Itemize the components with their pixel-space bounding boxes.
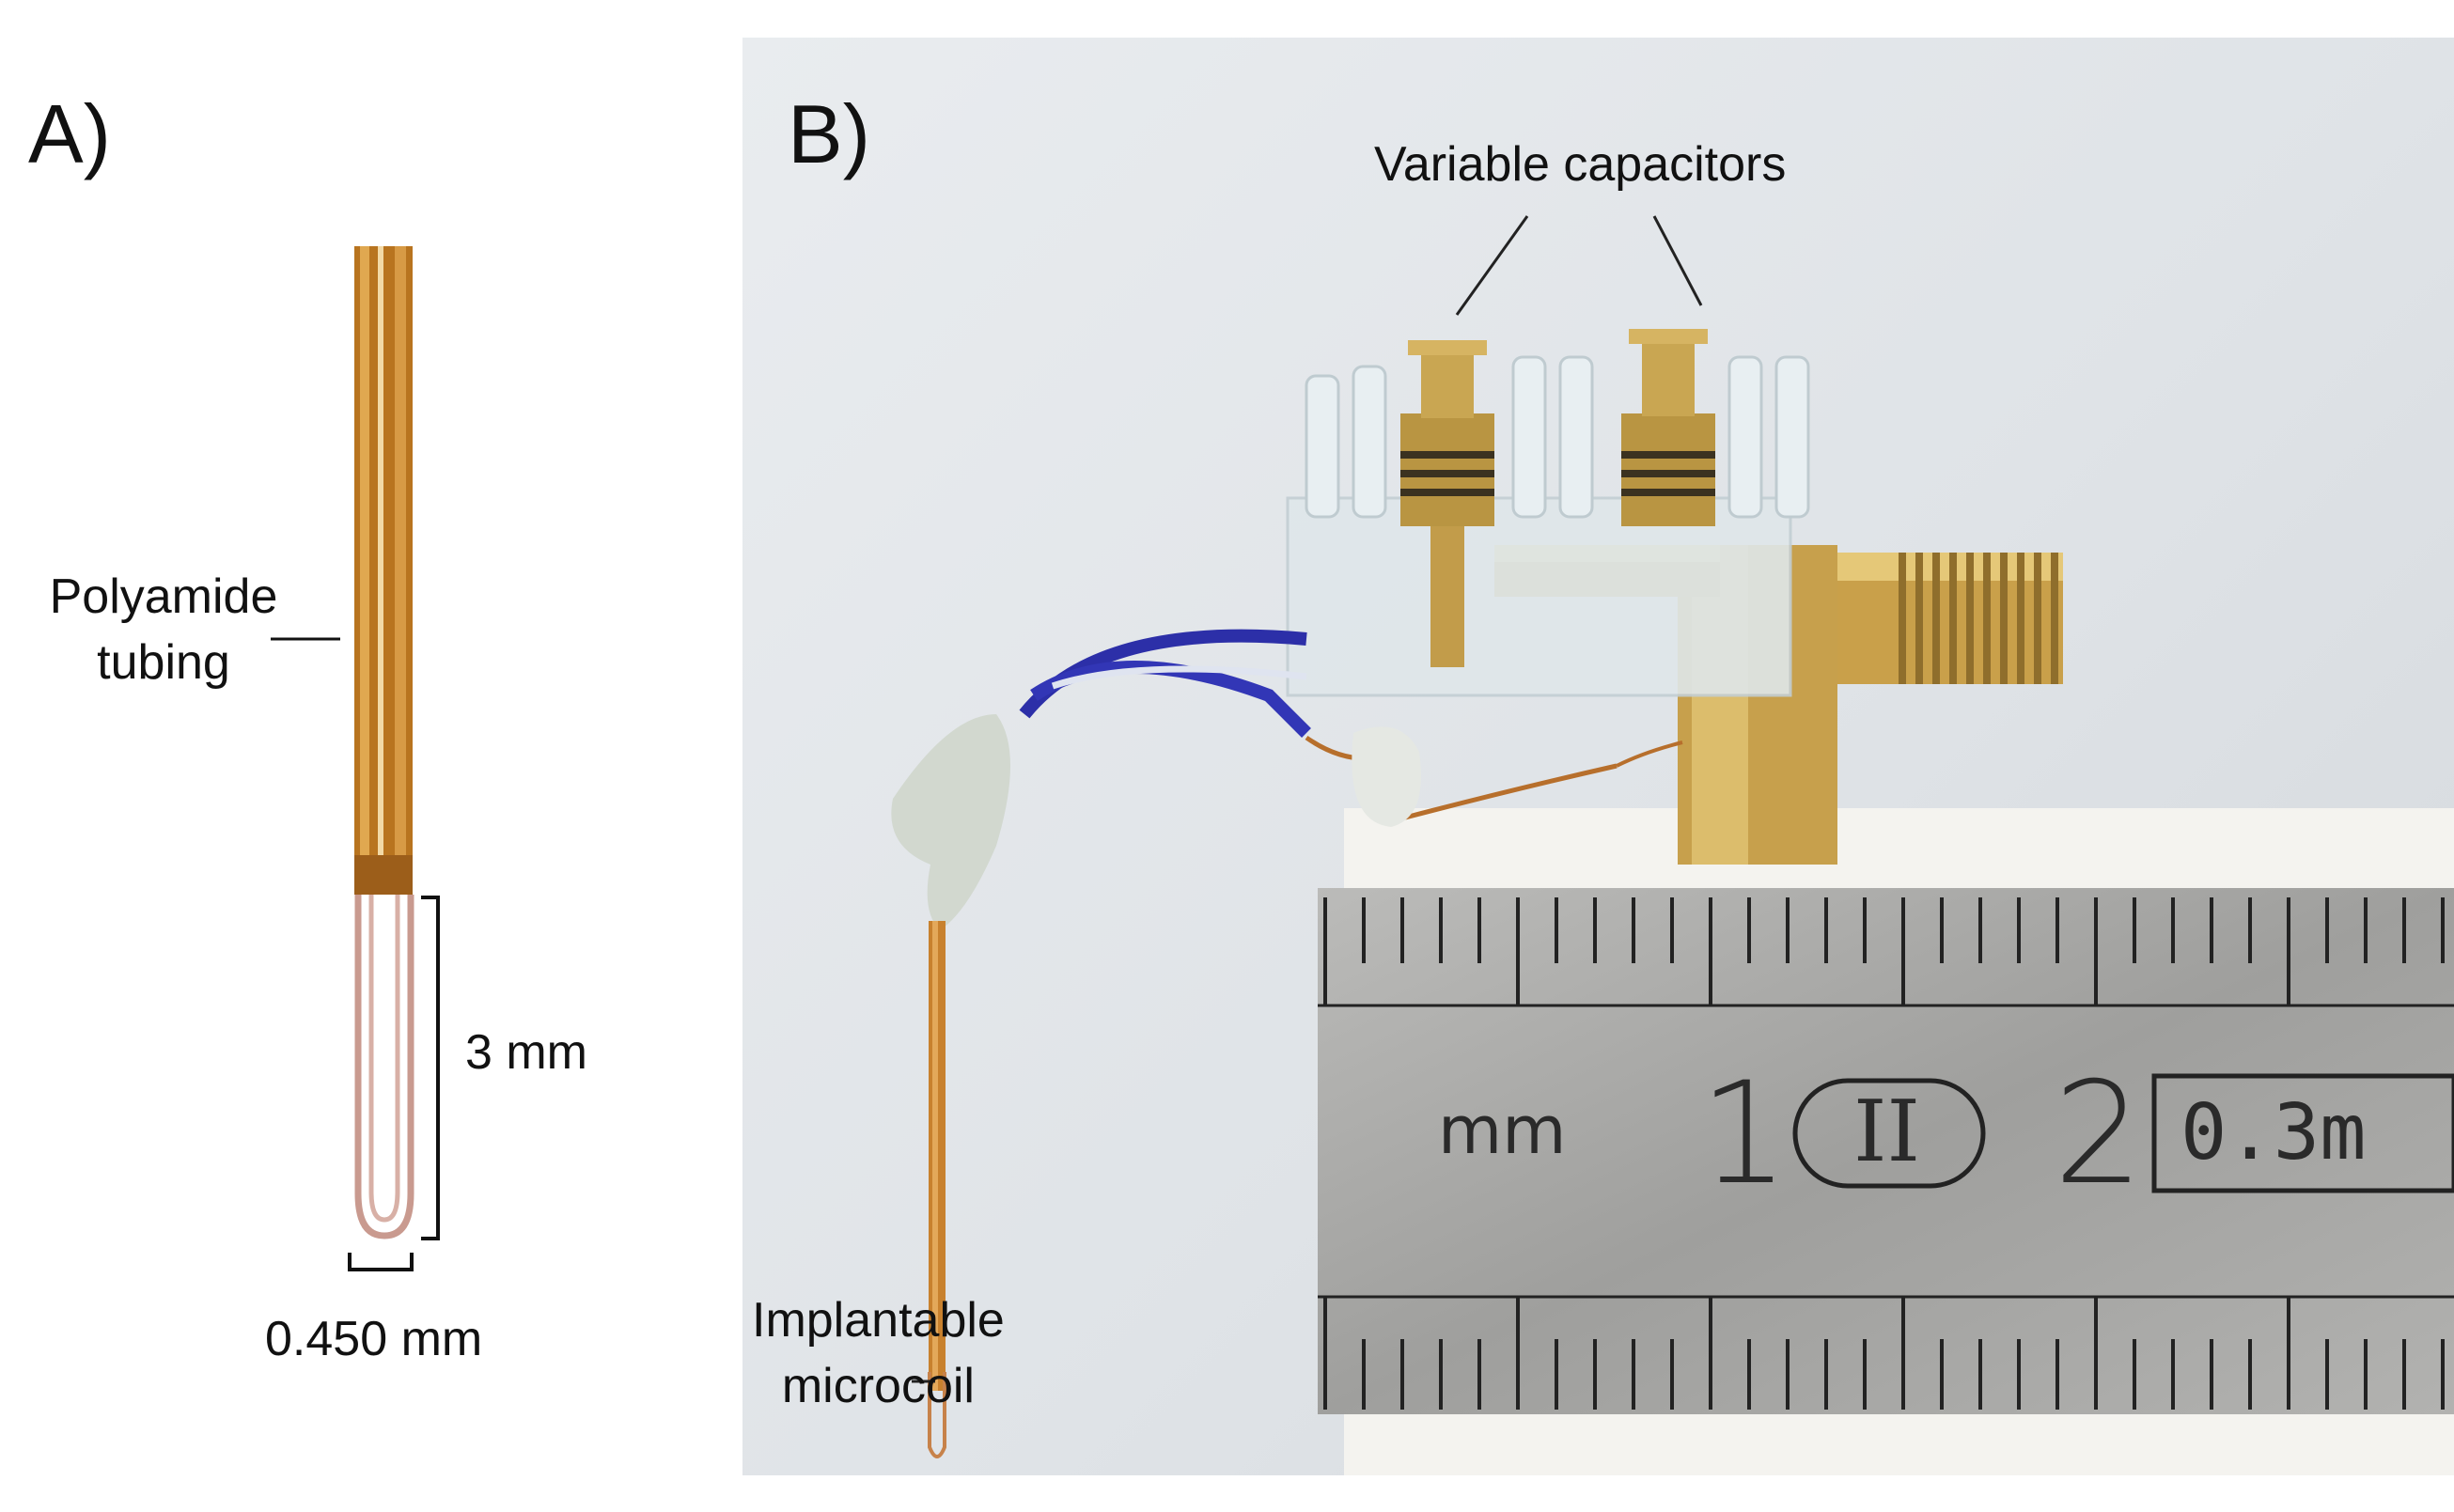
connector-thread: [1983, 553, 1991, 684]
ruler-class-mark: II: [1853, 1083, 1921, 1181]
variable-capacitor-right: [1621, 329, 1715, 526]
microcoil-loop: [354, 895, 414, 1239]
connector-thread: [1932, 553, 1940, 684]
microcoil-label-line1: Implantable: [752, 1293, 1005, 1348]
glue-blob: [891, 714, 1010, 930]
connector-thread: [1899, 553, 1906, 684]
connector-thread: [2017, 553, 2024, 684]
polyamide-tubing: [354, 246, 413, 895]
connector-thread: [1966, 553, 1974, 684]
ruler-class-oval: [1792, 1078, 1986, 1189]
panel-a-figure: [271, 246, 440, 1271]
tubing-label-line1: Polyamide: [49, 569, 278, 624]
ruler-number-1: 1: [1699, 1052, 1790, 1216]
ruler-unit-label: mm: [1438, 1092, 1567, 1169]
variable-capacitor-left: [1400, 340, 1494, 667]
width-label: 0.450 mm: [265, 1312, 483, 1366]
capacitor-leader-left: [1455, 215, 1529, 316]
microcoil-label-line2: microcoil: [781, 1359, 975, 1414]
length-label: 3 mm: [465, 1025, 587, 1080]
connector-thread: [1949, 553, 1957, 684]
ruler-ticks-top: [1323, 897, 2445, 1005]
ruler-number-2: 2: [2054, 1052, 2144, 1216]
implantable-microcoil: [928, 921, 946, 1458]
blue-wires: [1019, 629, 1311, 738]
tubing-label: Polyamide tubing: [32, 564, 295, 695]
solder-joint: [1352, 726, 1421, 827]
connector-thread: [2034, 553, 2041, 684]
tubing-label-line2: tubing: [97, 635, 230, 691]
capacitors-label: Variable capacitors: [1374, 137, 1787, 192]
panel-b-photo: B) Variable capacitors Implantable micro…: [742, 38, 2454, 1475]
connector-thread: [2000, 553, 2008, 684]
ruler-accuracy-mark: 0.3m: [2180, 1088, 2367, 1177]
length-bracket: [421, 896, 440, 1240]
device-photo: [891, 215, 2454, 1475]
capacitor-housing: [1286, 355, 1810, 697]
connector-thread: [1915, 553, 1923, 684]
microcoil-label: Implantable microcoil: [752, 1287, 1005, 1419]
panel-b-label: B): [788, 87, 870, 180]
width-bracket: [348, 1253, 414, 1271]
connector-thread: [2051, 553, 2058, 684]
steel-ruler: [1318, 888, 2454, 1414]
capacitor-leader-right: [1652, 215, 1703, 306]
ruler-accuracy-box: [2151, 1073, 2454, 1193]
ruler-ticks-bottom: [1323, 1297, 2445, 1410]
panel-a-label: A): [28, 87, 111, 180]
